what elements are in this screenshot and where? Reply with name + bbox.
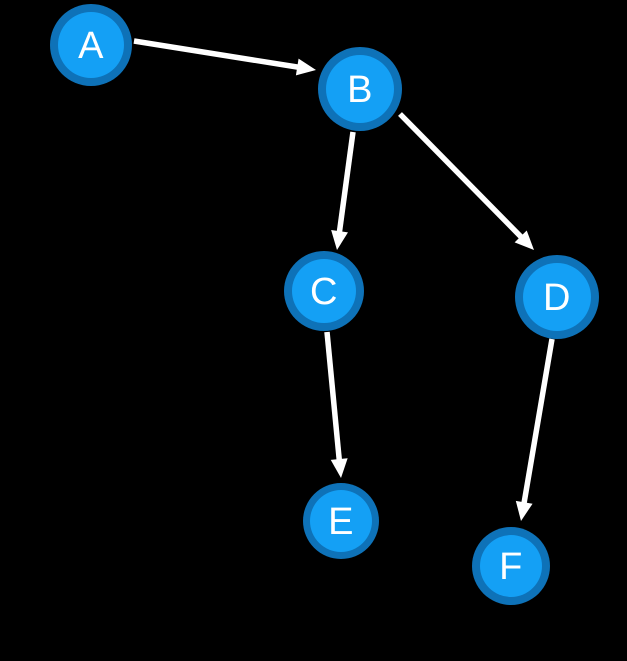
edge-d-to-f bbox=[515, 338, 555, 521]
node-core bbox=[523, 263, 591, 331]
edge-line bbox=[521, 338, 555, 505]
graph-node-c[interactable]: C bbox=[284, 251, 364, 331]
node-core bbox=[58, 12, 124, 78]
node-core bbox=[310, 490, 372, 552]
edge-line bbox=[398, 112, 524, 240]
nodes-layer: A B C D E F bbox=[50, 4, 599, 605]
node-label: D bbox=[543, 277, 571, 319]
graph-node-d[interactable]: D bbox=[515, 255, 599, 339]
arrowhead-icon bbox=[515, 500, 533, 521]
graph-node-e[interactable]: E bbox=[303, 483, 379, 559]
node-core bbox=[292, 259, 356, 323]
node-label: B bbox=[347, 69, 373, 111]
edge-line bbox=[336, 131, 356, 234]
edge-c-to-e bbox=[324, 331, 348, 478]
node-label: A bbox=[78, 25, 104, 67]
graph-node-f[interactable]: F bbox=[472, 527, 550, 605]
edge-a-to-b bbox=[133, 38, 316, 76]
arrowhead-icon bbox=[331, 230, 348, 250]
edge-line bbox=[324, 331, 343, 461]
arrowhead-icon bbox=[295, 58, 316, 76]
edge-line bbox=[133, 38, 300, 70]
node-core bbox=[326, 55, 394, 123]
edges-layer bbox=[133, 38, 555, 521]
graph-node-b[interactable]: B bbox=[318, 47, 402, 131]
edge-b-to-c bbox=[331, 131, 356, 250]
arrowhead-icon bbox=[330, 458, 348, 478]
node-label: E bbox=[328, 501, 354, 543]
node-core bbox=[480, 535, 542, 597]
graph-node-a[interactable]: A bbox=[50, 4, 132, 86]
node-label: C bbox=[310, 271, 338, 313]
edge-b-to-d bbox=[398, 112, 534, 250]
node-label: F bbox=[499, 546, 523, 588]
arrowhead-icon bbox=[514, 230, 534, 250]
